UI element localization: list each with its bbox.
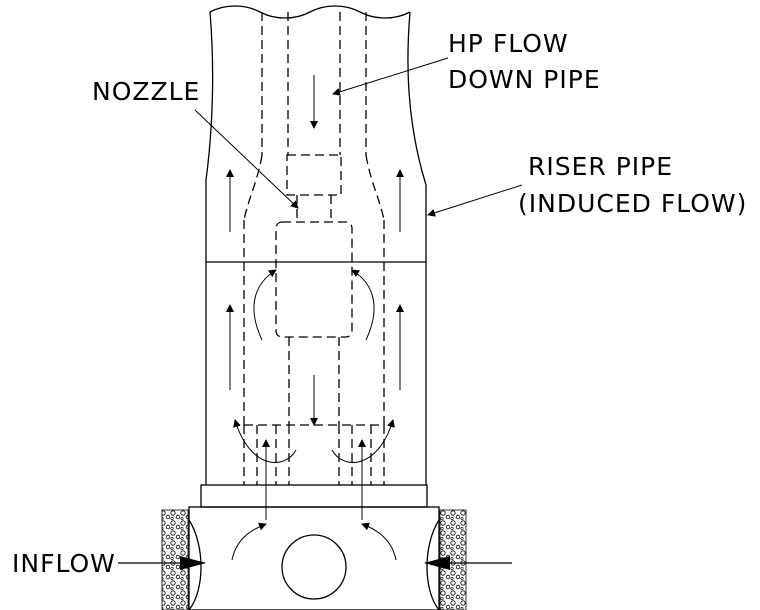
nozzle-body [275,154,353,425]
inlet-port [281,534,347,600]
curved-flow-arrow-icon [361,522,397,561]
gravel-left [161,509,189,610]
base-flange [200,484,428,508]
inflow-label: INFLOW [12,549,116,578]
riser-left-wall [205,11,214,485]
curved-flow-arrow-icon [231,522,267,561]
flow-arrows [226,75,404,561]
nozzle-label: NOZZLE [92,77,200,106]
curved-flow-arrow-icon [253,269,277,341]
inner-chamber [243,220,385,485]
hp-flow-label-line2: DOWN PIPE [448,65,601,94]
riser-label-line1: RISER PIPE [528,152,673,181]
riser-right-wall [407,11,427,485]
inlet-housing [188,506,440,610]
riser-pipe [205,5,427,485]
curved-flow-arrow-icon [233,419,297,463]
riser-label-line2: (INDUCED FLOW) [518,189,747,218]
curved-flow-arrow-icon [351,269,375,341]
nozzle-leader-arrow-icon [194,109,299,209]
pipe-break-line [209,5,411,19]
curved-flow-arrow-icon [331,419,395,463]
riser-leader-arrow-icon [427,184,523,217]
gravel-right [439,509,467,610]
base-housing [188,484,440,610]
hp-flow-label-line1: HP FLOW [448,29,569,58]
hp-flow-leader-arrow-icon [332,57,449,96]
labels: HP FLOW DOWN PIPE NOZZLE RISER PIPE (IND… [12,29,747,578]
